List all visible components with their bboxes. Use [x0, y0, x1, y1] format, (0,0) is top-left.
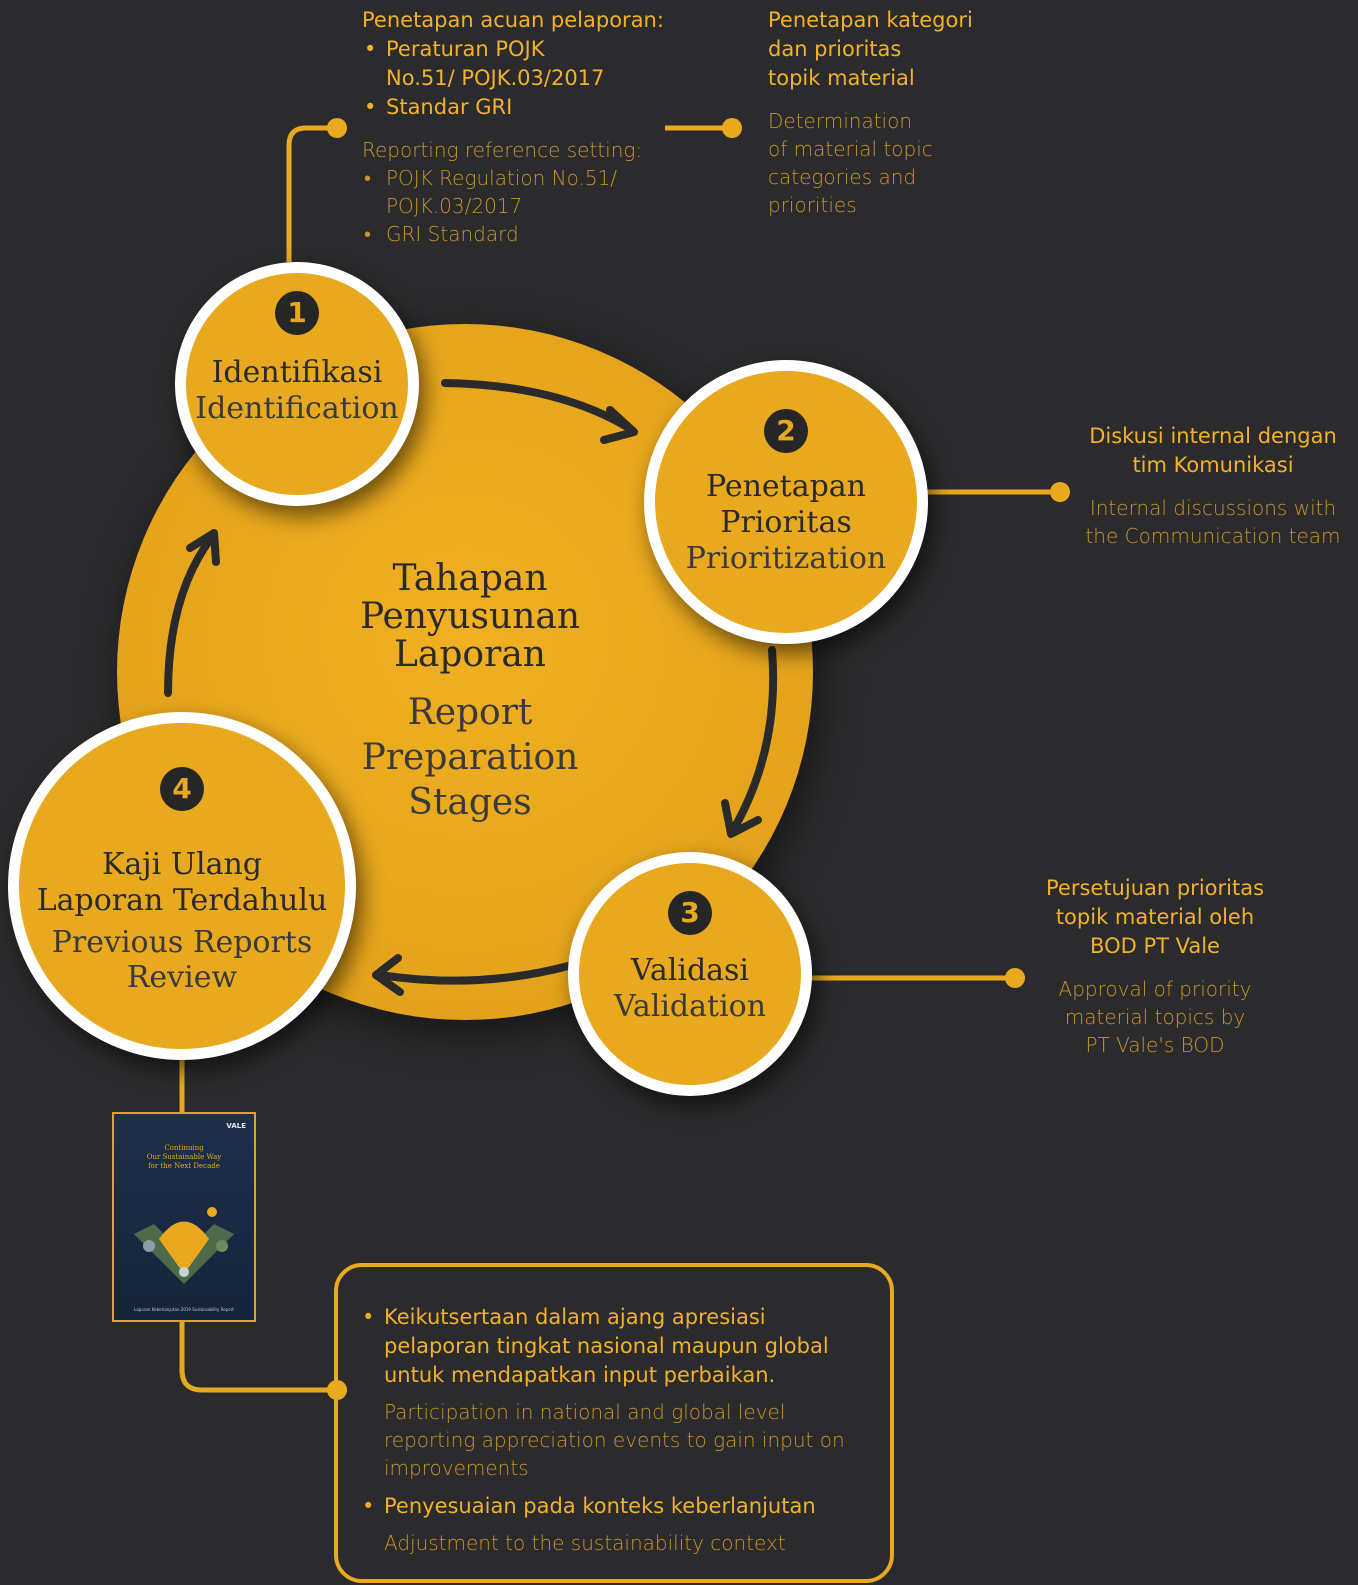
approval-text-en: Approval of priority material topics by …	[1058, 977, 1252, 1057]
stage-number-badge: 3	[668, 891, 712, 935]
stage-1-name-en: Identification	[195, 391, 399, 426]
stage-number-badge: 1	[275, 291, 319, 335]
list-item: Penyesuaian pada konteks keberlanjutan	[360, 1492, 870, 1521]
category-text-en: Determination of material topic categori…	[768, 109, 933, 217]
arrowhead	[600, 406, 638, 444]
connector-stage4	[179, 1060, 336, 1393]
arrowhead	[372, 954, 404, 996]
arrow-4-to-1	[164, 533, 216, 697]
vale-logo: VALE	[226, 1122, 246, 1130]
report-cover-thumbnail: VALE Continuing Our Sustainable Way for …	[112, 1112, 256, 1322]
stage-2-name-id-1: Penetapan	[705, 469, 867, 504]
list-item: Peraturan POJK No.51/ POJK.03/2017	[362, 35, 606, 93]
review-details-box: Keikutsertaan dalam ajang apresiasi pela…	[334, 1263, 894, 1583]
stage-4-circle: 4 Kaji Ulang Laporan Terdahulu Previous …	[8, 712, 356, 1060]
stage-3-name-id: Validasi	[630, 953, 750, 988]
list-item: Keikutsertaan dalam ajang apresiasi pela…	[360, 1303, 870, 1390]
reference-list-en: POJK Regulation No.51/ POJK.03/2017 GRI …	[362, 164, 672, 248]
stage-2-circle: 2 Penetapan Prioritas Prioritization	[644, 360, 928, 644]
list-item: GRI Standard	[362, 220, 672, 248]
reference-list-id: Peraturan POJK No.51/ POJK.03/2017 Stand…	[362, 35, 672, 122]
stage-number-badge: 4	[160, 767, 204, 811]
center-title-id: Tahapan Penyusunan Laporan	[359, 558, 581, 675]
connector-stage1	[286, 125, 336, 262]
category-text-id: Penetapan kategori dan prioritas topik m…	[768, 8, 973, 90]
arrow-2-to-3	[728, 646, 778, 836]
reference-heading-id: Penetapan acuan pelaporan:	[362, 8, 664, 32]
stage-4-name-en-1: Previous Reports	[51, 925, 313, 960]
list-item: Standar GRI	[362, 93, 672, 122]
stage-3-name-en: Validation	[613, 989, 767, 1024]
arrowhead	[186, 529, 220, 566]
review-list: Keikutsertaan dalam ajang apresiasi pela…	[360, 1303, 870, 1557]
connector-dot	[722, 118, 742, 138]
stage-1-circle: 1 Identifikasi Identification	[175, 262, 419, 506]
list-item: POJK Regulation No.51/ POJK.03/2017	[362, 164, 626, 220]
internal-text-id: Diskusi internal dengan tim Komunikasi	[1089, 424, 1337, 477]
report-cover-title: Continuing Our Sustainable Way for the N…	[146, 1144, 222, 1170]
reference-heading-en: Reporting reference setting:	[362, 138, 643, 162]
stage-2-name-id-2: Prioritas	[720, 505, 852, 540]
arrowhead	[721, 799, 762, 838]
approval-note: Persetujuan prioritas topik material ole…	[1030, 874, 1280, 1059]
report-cover-artwork	[134, 1207, 234, 1284]
stage-4-name-en-2: Review	[126, 960, 238, 995]
stage-4-name-id-1: Kaji Ulang	[101, 847, 263, 882]
list-item-en: Participation in national and global lev…	[384, 1400, 845, 1480]
stage-2-name-en: Prioritization	[685, 541, 887, 576]
list-item-en: Adjustment to the sustainability context	[384, 1531, 786, 1555]
center-title-en: Report Preparation Stages	[361, 692, 579, 823]
reference-note: Penetapan acuan pelaporan: Peraturan POJ…	[362, 6, 672, 248]
stage-number-badge: 2	[764, 409, 808, 453]
arrow-3-to-4	[376, 961, 576, 985]
approval-text-id: Persetujuan prioritas topik material ole…	[1045, 876, 1265, 958]
internal-discussion-note: Diskusi internal dengan tim Komunikasi I…	[1078, 422, 1348, 550]
report-cover-footer: Laporan Keberlanjutan 2019 Sustainabilit…	[134, 1307, 234, 1312]
center-title: Tahapan Penyusunan Laporan Report Prepar…	[300, 560, 640, 825]
connector-dot	[1050, 482, 1070, 502]
stage-1-name-id: Identifikasi	[211, 355, 383, 390]
arrow-1-to-2	[441, 379, 636, 434]
connector-dot	[1005, 968, 1025, 988]
internal-text-en: Internal discussions with the Communicat…	[1085, 496, 1341, 548]
connector-dot	[327, 118, 347, 138]
stage-4-name-id-2: Laporan Terdahulu	[36, 883, 328, 918]
category-note: Penetapan kategori dan prioritas topik m…	[768, 6, 1008, 219]
stage-3-circle: 3 Validasi Validation	[568, 852, 812, 1096]
